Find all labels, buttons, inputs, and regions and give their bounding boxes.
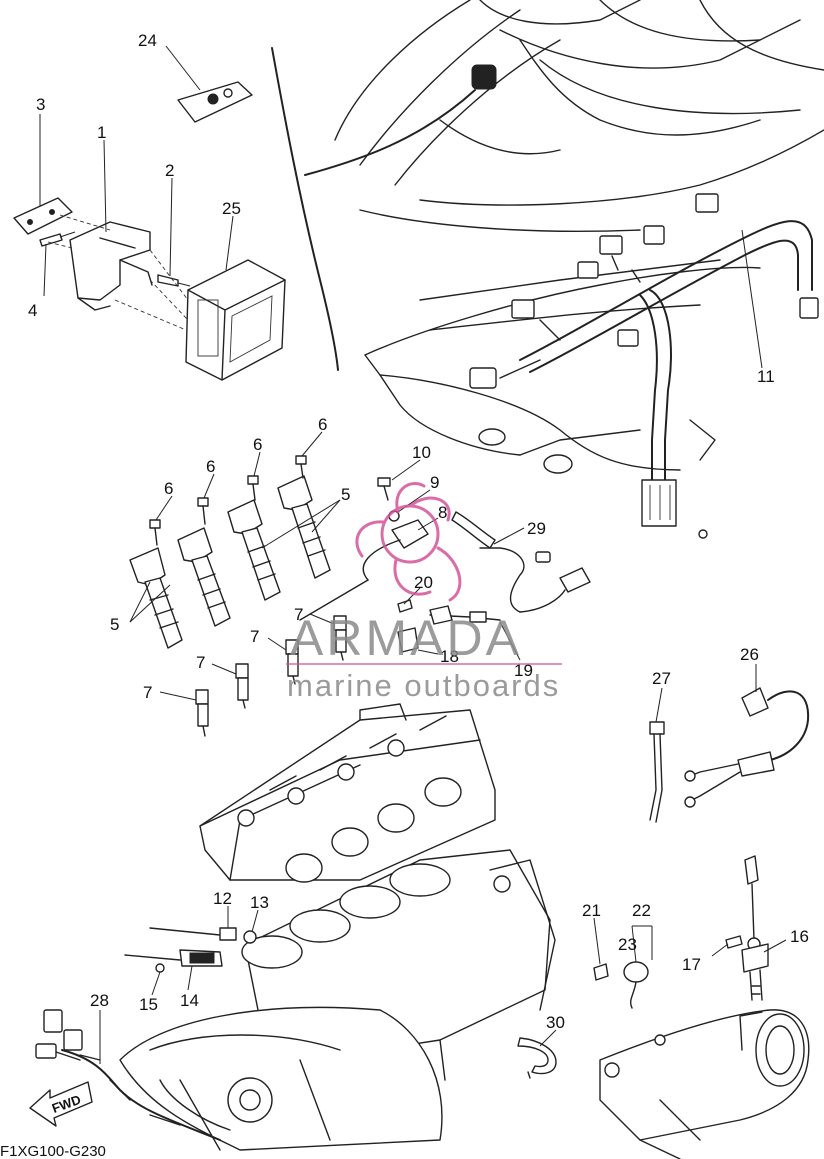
ecu-25 [185,259,286,381]
engine-tray [364,193,819,539]
callout-7: 7 [294,605,303,624]
callout-15: 15 [139,995,158,1014]
callout-13: 13 [250,893,269,912]
clip-29 [451,511,496,549]
callout-12: 12 [213,889,232,908]
callout-6: 6 [318,415,327,434]
callout-30: 30 [546,1013,565,1032]
callout-26: 26 [740,645,759,664]
spark-plug-icon [333,615,347,661]
callout-7: 7 [196,653,205,672]
bracket-1 [69,221,151,301]
armada-logo-icon [355,482,462,602]
cable-tie-27 [649,721,665,735]
callout-16: 16 [790,927,809,946]
watermark-brand: ARMADA [290,610,522,666]
callout-6: 6 [206,457,215,476]
callout-8: 8 [438,503,447,522]
callout-23: 23 [618,935,637,954]
spark-plug-icon [195,689,209,737]
screw-17 [725,935,743,949]
sensor-16 [741,943,769,973]
engine-block [119,849,556,1151]
ignition-coil-icon [277,475,331,579]
watercraft-hull [271,0,824,371]
bolt-icon [295,455,307,479]
callout-28: 28 [90,991,109,1010]
callout-6: 6 [164,479,173,498]
bolt-icon [377,477,391,501]
bolt-icon [247,475,259,501]
harness-connector [641,479,677,527]
callout-25: 25 [222,199,241,218]
callout-7: 7 [143,683,152,702]
sensor-group [299,477,591,655]
bolt-icon [197,497,209,525]
spark-plug-icon [285,639,299,685]
wires-right [649,687,810,823]
callout-5: 5 [110,615,119,634]
leader-lines [39,45,787,1064]
switch-21 [593,963,609,981]
harness-28 [35,1009,221,1141]
callout-19: 19 [514,661,533,680]
callout-18: 18 [440,647,459,666]
hull-handle-icon [471,64,497,90]
callout-14: 14 [180,991,199,1010]
callout-22: 22 [632,901,651,920]
sensors-left [124,927,257,973]
armada-watermark: ARMADA marine outboards [286,482,562,703]
callout-5: 5 [341,485,350,504]
connector-26 [741,687,769,717]
callout-6: 6 [253,435,262,454]
ignition-coil-icon [129,547,183,649]
clamp-30 [517,1037,557,1079]
callout-1: 1 [97,123,106,142]
callout-17: 17 [682,955,701,974]
cylinder-head [199,703,496,883]
ecu-group [13,81,286,381]
sensor-23 [623,961,649,983]
callout-7: 7 [250,627,259,646]
callout-27: 27 [652,669,671,688]
ignition-coils [129,455,331,649]
oring-13 [243,930,257,944]
callout-numbers: 1 2 3 4 5 5 6 6 6 6 7 7 7 7 8 9 10 11 12… [28,31,809,1032]
fwd-arrow: FWD [29,1081,93,1127]
callout-11: 11 [757,367,775,386]
callout-4: 4 [28,301,37,320]
plate-3 [13,197,73,235]
callout-10: 10 [412,443,431,462]
spark-plugs [195,615,347,737]
callout-20: 20 [414,573,433,592]
arrow-left-icon [29,1081,93,1127]
callout-2: 2 [165,161,174,180]
reference-code: F1XG100-G230 [0,1143,106,1159]
sensor-18 [397,627,419,653]
bolt-icon [149,519,161,546]
sensor-12 [219,927,237,941]
sensors-bottom [593,961,649,1009]
callout-9: 9 [430,473,439,492]
exhaust-group [599,855,810,1159]
callout-3: 3 [36,95,45,114]
bolt-15 [155,963,165,973]
watermark-tagline: marine outboards [287,668,560,703]
sensor-8 [391,519,429,549]
callout-24: 24 [138,31,157,50]
ignition-coil-icon [227,499,281,601]
callout-21: 21 [582,901,601,920]
spark-plug-icon [235,663,249,709]
callout-29: 29 [527,519,546,538]
ignition-coil-icon [177,527,231,627]
